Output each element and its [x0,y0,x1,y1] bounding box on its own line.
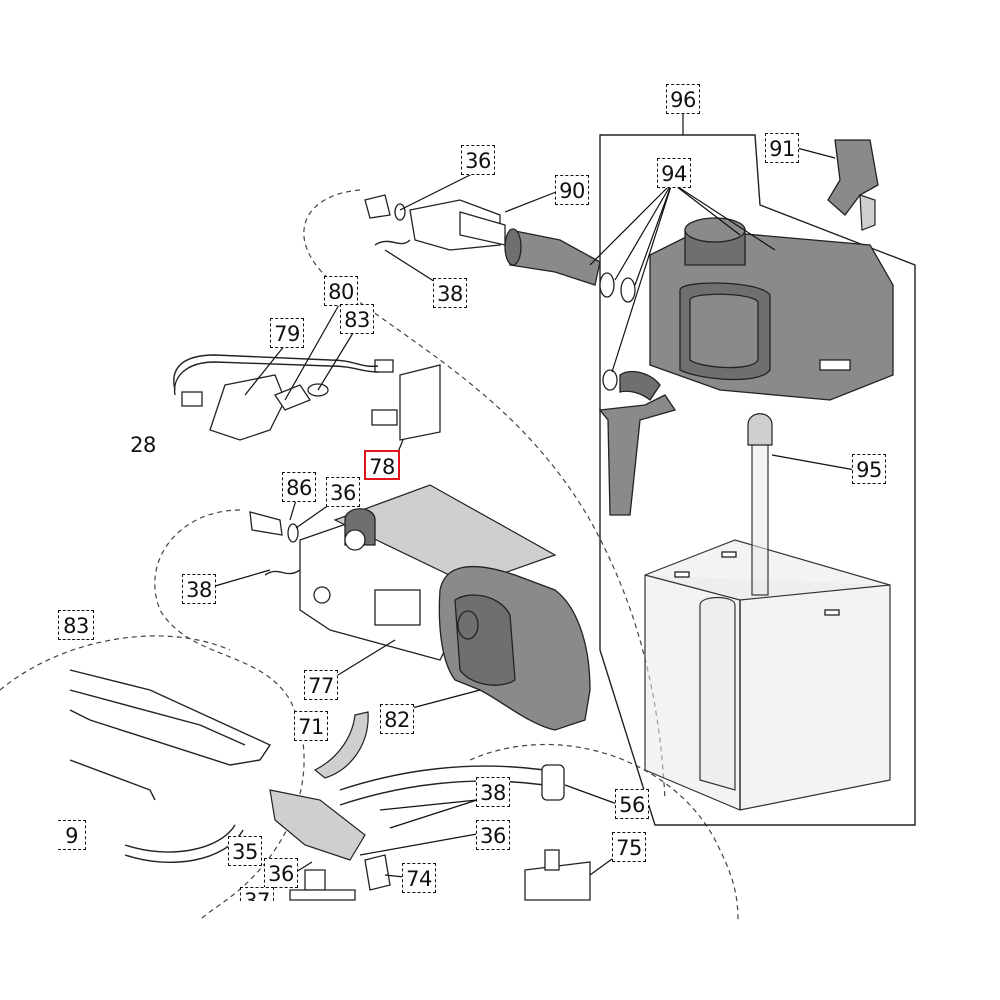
water-tank [644,539,891,811]
lower-pipes [124,764,591,901]
callout-36-lower-left[interactable]: 36 [264,858,298,888]
callout-95[interactable]: 95 [852,454,886,484]
motor-82 [438,565,591,731]
callout-77[interactable]: 77 [304,670,338,700]
callout-86[interactable]: 86 [282,472,316,502]
callout-38-top[interactable]: 38 [433,278,467,308]
callout-79[interactable]: 79 [270,318,304,348]
group-boundary-lower-left [0,635,231,691]
callout-28[interactable]: 28 [130,433,156,457]
callout-36-top[interactable]: 36 [461,145,495,175]
callout-36-lower-right[interactable]: 36 [476,820,510,850]
outlet-parts [598,369,677,516]
callout-74[interactable]: 74 [402,863,436,893]
control-board-78 [371,359,441,453]
callout-82[interactable]: 82 [380,704,414,734]
container-top [649,217,894,401]
callout-38-mid[interactable]: 38 [182,574,216,604]
callout-38-lower[interactable]: 38 [476,777,510,807]
sensor-86 [249,511,301,576]
callout-78-highlighted[interactable]: 78 [364,450,400,480]
callout-37[interactable]: 37 [240,887,274,901]
group-boundary-lower-right [469,743,739,921]
harness-79 [173,354,379,441]
callout-94[interactable]: 94 [657,158,691,188]
callout-90[interactable]: 90 [555,175,589,205]
pump-77 [299,484,557,661]
callout-9[interactable]: 9 [58,820,86,850]
callout-71[interactable]: 71 [294,711,328,741]
group-boundary-pump [154,509,305,921]
connector-91 [796,139,879,231]
frame-partial [69,669,272,801]
reservoir-frame [599,134,916,826]
callout-83-left[interactable]: 83 [58,610,94,640]
callout-56[interactable]: 56 [615,789,649,819]
callout-83-top[interactable]: 83 [340,304,374,334]
callout-80[interactable]: 80 [324,276,358,306]
hose-71 [313,711,369,779]
group-boundary-upper [303,189,666,801]
callout-91[interactable]: 91 [765,133,799,163]
valve-assembly-top [364,191,557,251]
callout-35[interactable]: 35 [228,836,262,866]
callout-36-mid[interactable]: 36 [326,477,360,507]
callout-75[interactable]: 75 [612,832,646,862]
callout-96[interactable]: 96 [666,84,700,114]
tube-95 [747,413,856,596]
coupling-90 [504,228,636,303]
